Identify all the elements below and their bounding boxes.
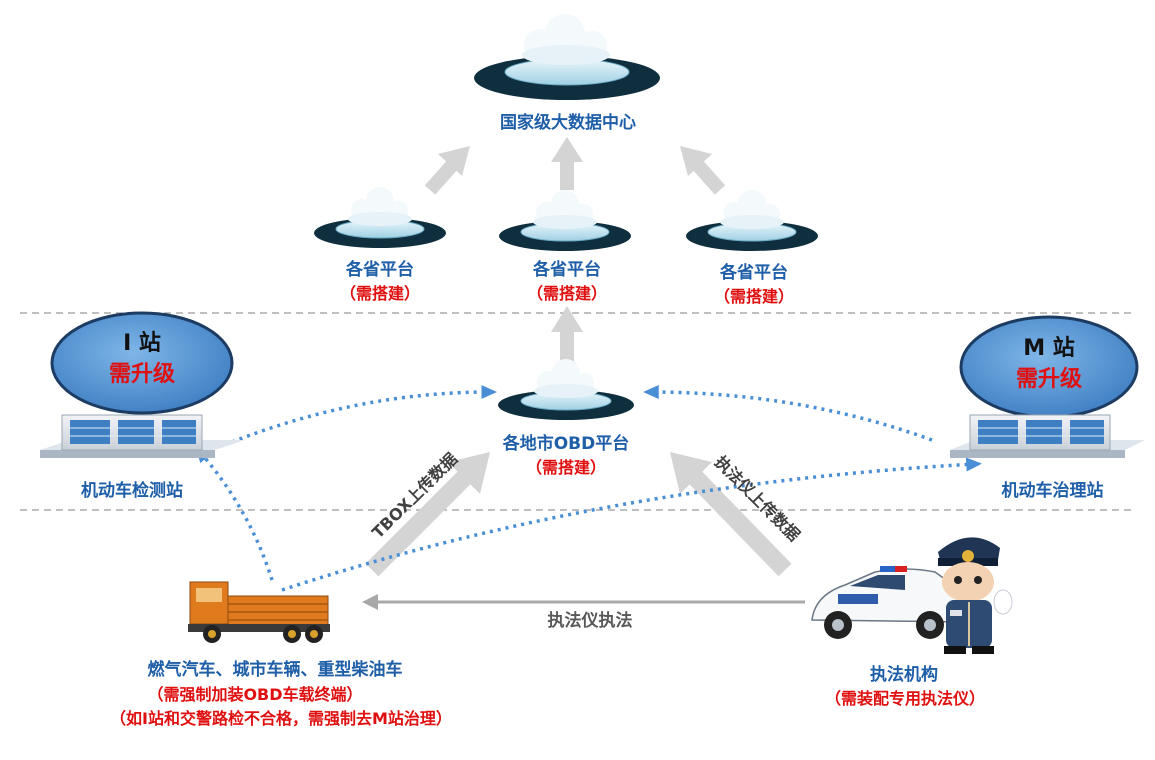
police-car-icon	[811, 566, 966, 639]
province-cloud-icon-right	[686, 190, 818, 251]
arrow-city-to-province	[551, 306, 583, 365]
province-platform-center-label: 各省平台	[533, 260, 601, 280]
m-station-building-icon	[950, 414, 1145, 458]
law-enforcement-note: （需装配专用执法仪）	[824, 689, 985, 708]
police-officer-icon	[938, 537, 1013, 654]
dotted-truck-to-istation	[195, 446, 274, 581]
i-station-label: 机动车检测站	[81, 481, 183, 501]
i-station-building-icon	[40, 414, 245, 458]
m-station-label: 机动车治理站	[1001, 481, 1104, 501]
truck-icon	[188, 581, 330, 643]
m-station-badge-note: 需升级	[1015, 367, 1082, 392]
province-platform-right-note: （需搭建）	[713, 287, 794, 306]
arrow-device-upload	[670, 452, 792, 577]
national-cloud-icon	[474, 14, 660, 100]
vehicles-note-1: （需强制加装OBD车载终端）	[147, 685, 363, 704]
national-center-label: 国家级大数据中心	[500, 113, 636, 133]
dotted-mstation-to-city	[643, 385, 933, 442]
arrow-enforcement	[362, 594, 805, 610]
province-platform-center-note: （需搭建）	[526, 284, 607, 303]
m-station-badge-title: M 站	[1023, 336, 1075, 361]
province-platform-left-label: 各省平台	[346, 260, 414, 280]
province-cloud-icon-left	[314, 187, 446, 248]
vehicles-note-2: （如I站和交警路检不合格，需强制去M站治理）	[110, 709, 452, 728]
city-platform-note: （需搭建）	[525, 458, 606, 477]
i-station-badge-title: I 站	[123, 331, 161, 356]
city-cloud-icon	[498, 359, 634, 420]
province-cloud-icon-center	[499, 190, 631, 251]
arrow-province-left-to-national	[424, 146, 470, 195]
dotted-istation-to-city	[231, 385, 497, 444]
i-station-badge-note: 需升级	[108, 362, 175, 387]
arrow-province-right-to-national	[680, 146, 726, 195]
dotted-truck-to-mstation	[281, 457, 982, 592]
city-platform-label: 各地市OBD平台	[502, 434, 630, 454]
arrow-tbox-upload	[365, 452, 490, 577]
enforcement-label: 执法仪执法	[547, 611, 633, 631]
province-platform-left-note: （需搭建）	[339, 284, 420, 303]
arrow-province-center-to-national	[551, 137, 583, 190]
province-platform-right-label: 各省平台	[720, 263, 788, 283]
vehicles-label: 燃气汽车、城市车辆、重型柴油车	[147, 660, 403, 680]
i-station-badge	[50, 311, 234, 415]
law-enforcement-label: 执法机构	[870, 665, 938, 685]
